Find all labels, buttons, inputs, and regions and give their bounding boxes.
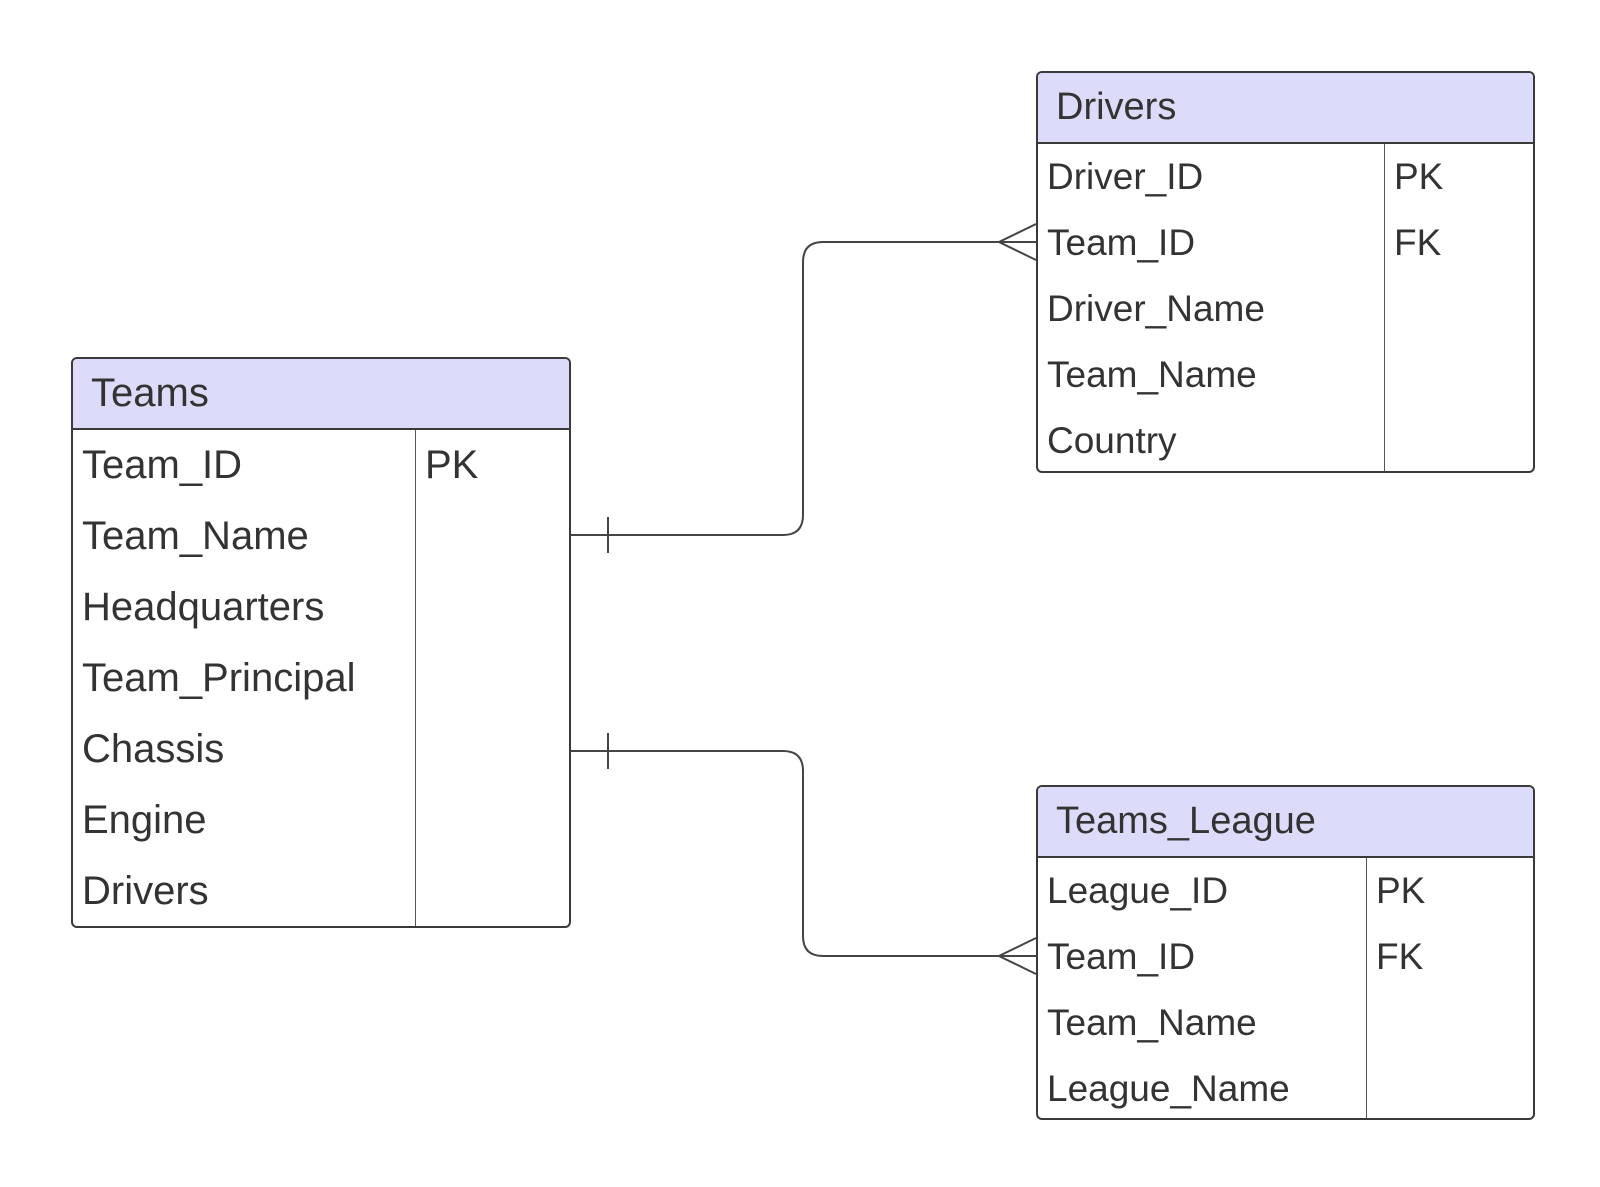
field-row: Team_ID FK [1038,210,1533,276]
field-key: FK [1376,936,1424,977]
entity-title: Drivers [1056,86,1177,128]
field-name: Engine [82,798,207,842]
field-row: Chassis [73,714,569,785]
field-name: Team_ID [1047,936,1196,977]
field-row: Country [1038,408,1533,471]
field-row: Team_Name [1038,990,1533,1056]
field-name: Team_ID [1047,222,1196,263]
field-key: FK [1394,222,1442,263]
field-row: Driver_Name [1038,276,1533,342]
field-name: Team_ID [82,443,243,487]
field-name: Country [1047,420,1177,461]
field-name: Headquarters [82,585,325,629]
entity-teams-league[interactable]: Teams_League League_ID PK Team_ID FK Tea… [1036,785,1535,1120]
entity-title: Teams_League [1056,800,1316,842]
column-divider [415,430,416,926]
field-row: Engine [73,785,569,856]
entity-teams[interactable]: Teams Team_ID PK Team_Name Headquarters … [71,357,571,928]
field-row: League_ID PK [1038,858,1533,924]
field-name: League_Name [1047,1068,1290,1109]
relationship-teams-league [571,750,1036,957]
field-row: Drivers [73,856,569,926]
field-row: Team_ID FK [1038,924,1533,990]
relationship-teams-drivers [571,241,1036,536]
entity-header: Drivers [1038,73,1533,144]
field-key: PK [425,443,479,487]
entity-fields: Team_ID PK Team_Name Headquarters Team_P… [73,430,569,926]
entity-title: Teams [91,371,209,415]
field-key: PK [1376,870,1426,911]
field-row: Team_Principal [73,643,569,714]
entity-header: Teams [73,359,569,430]
entity-header: Teams_League [1038,787,1533,858]
field-row: Team_Name [1038,342,1533,408]
field-name: Team_Name [1047,1002,1257,1043]
field-row: Team_ID PK [73,430,569,501]
field-name: League_ID [1047,870,1229,911]
field-key: PK [1394,156,1444,197]
many-marker-teams-league [996,937,1037,975]
field-row: Team_Name [73,501,569,572]
many-marker-teams-drivers [996,223,1037,261]
entity-drivers[interactable]: Drivers Driver_ID PK Team_ID FK Driver_N… [1036,71,1535,473]
field-row: Driver_ID PK [1038,144,1533,210]
entity-fields: League_ID PK Team_ID FK Team_Name League… [1038,858,1533,1118]
field-name: Chassis [82,727,225,771]
column-divider [1384,144,1385,471]
field-name: Drivers [82,869,209,913]
field-name: Team_Name [1047,354,1257,395]
field-name: Driver_ID [1047,156,1204,197]
field-name: Team_Principal [82,656,356,700]
entity-fields: Driver_ID PK Team_ID FK Driver_Name Team… [1038,144,1533,471]
field-name: Team_Name [82,514,309,558]
field-name: Driver_Name [1047,288,1265,329]
field-row: Headquarters [73,572,569,643]
column-divider [1366,858,1367,1118]
field-row: League_Name [1038,1056,1533,1118]
